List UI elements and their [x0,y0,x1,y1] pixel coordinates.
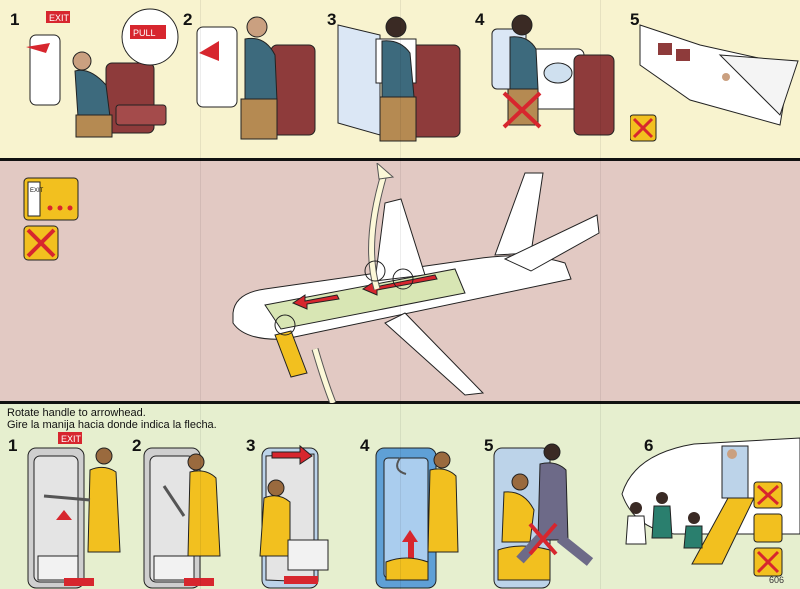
exit-sign-bottom: EXIT [61,434,82,444]
overwing-exit-section: 1 2 3 4 5 EXIT PULL [0,0,800,158]
top-step-3-number: 3 [327,10,337,29]
bottom-step-1-number: 1 [8,436,18,455]
bottom-panel-3-illustration [254,430,360,589]
card-number: 606 [768,575,784,585]
bottom-panel-2-illustration [140,430,246,589]
top-step-2-number: 2 [183,10,193,29]
top-step-1-number: 1 [10,10,20,29]
instruction-caption-english: Rotate handle to arrowhead. [7,407,146,419]
aircraft-overview-section: EXIT [0,158,800,404]
bottom-step-2-number: 2 [132,436,142,455]
top-panel-5-illustration [630,5,800,155]
bottom-step-5-number: 5 [484,436,494,455]
top-panel-2-illustration [185,5,325,155]
top-panel-3-illustration [330,5,475,155]
aircraft-diagram [225,163,605,403]
top-step-4-number: 4 [475,10,485,29]
exit-floor-label: EXIT [30,188,44,194]
fold-line [400,0,401,589]
floor-path-lighting-icon: EXIT [22,176,82,266]
bottom-step-4-number: 4 [360,436,370,455]
door-exit-section: Rotate handle to arrowhead. Gire la mani… [0,404,800,589]
bottom-panel-6-illustration [604,424,800,584]
bottom-step-6-number: 6 [644,436,654,455]
bottom-panel-4-illustration [366,430,478,589]
bottom-step-3-number: 3 [246,436,256,455]
fold-line [200,0,201,589]
pull-sign: PULL [133,28,156,38]
top-panel-1-illustration: EXIT PULL [20,5,180,155]
exit-sign-top: EXIT [49,13,70,23]
fold-line [600,0,601,589]
top-step-5-number: 5 [630,10,640,29]
bottom-panel-5-illustration [490,430,620,589]
instruction-caption-spanish: Gire la manija hacia donde indica la fle… [7,419,217,431]
bottom-panel-1-illustration: EXIT [24,430,128,589]
top-panel-4-illustration [478,5,628,155]
